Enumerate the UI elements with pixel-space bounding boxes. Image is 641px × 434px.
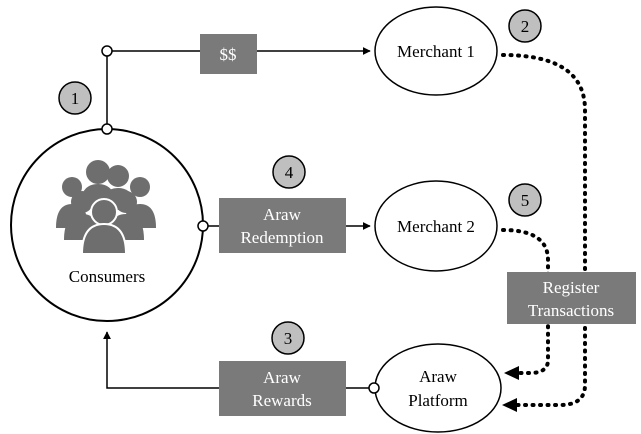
payment-flow: $$ xyxy=(101,34,371,135)
arrowhead-icon xyxy=(502,398,517,412)
junction-dot xyxy=(101,45,113,57)
svg-text:3: 3 xyxy=(284,329,293,348)
people-icon xyxy=(56,160,156,255)
register-box xyxy=(507,272,636,324)
step-badge-4: 4 xyxy=(272,155,306,189)
step-badge-3: 3 xyxy=(271,321,305,355)
arrowhead-icon xyxy=(504,366,519,380)
rewards-label-line-2: Rewards xyxy=(252,391,311,410)
merchant-1-label: Merchant 1 xyxy=(397,42,475,61)
rewards-box xyxy=(219,361,346,416)
redemption-label-line-2: Redemption xyxy=(240,228,324,247)
araw-platform-node: Araw Platform xyxy=(374,343,502,433)
merchant-2-node: Merchant 2 xyxy=(374,180,498,272)
step-badge-5: 5 xyxy=(508,183,542,217)
rewards-flow: Araw Rewards xyxy=(103,331,380,416)
svg-text:5: 5 xyxy=(521,191,530,210)
redemption-box xyxy=(219,198,346,253)
svg-text:2: 2 xyxy=(521,17,530,36)
junction-dot xyxy=(197,220,209,232)
platform-label-line-2: Platform xyxy=(408,391,468,410)
junction-dot xyxy=(368,382,380,394)
redemption-flow: Araw Redemption xyxy=(197,198,371,253)
merchant-1-node: Merchant 1 xyxy=(374,6,498,96)
svg-text:4: 4 xyxy=(285,163,294,182)
merchant-2-label: Merchant 2 xyxy=(397,217,475,236)
svg-text:1: 1 xyxy=(71,89,80,108)
step-badge-1: 1 xyxy=(58,81,92,115)
platform-label-line-1: Araw xyxy=(419,367,457,386)
redemption-label-line-1: Araw xyxy=(263,205,301,224)
consumers-node: Consumers xyxy=(10,128,204,322)
rewards-label-line-1: Araw xyxy=(263,368,301,387)
consumers-label: Consumers xyxy=(69,267,146,286)
junction-dot xyxy=(101,123,113,135)
register-flow: Register Transactions xyxy=(501,53,636,412)
register-label-line-1: Register xyxy=(543,278,600,297)
step-badge-2: 2 xyxy=(508,9,542,43)
payment-box xyxy=(200,34,257,74)
register-label-line-2: Transactions xyxy=(528,301,614,320)
payment-label: $$ xyxy=(220,45,237,64)
